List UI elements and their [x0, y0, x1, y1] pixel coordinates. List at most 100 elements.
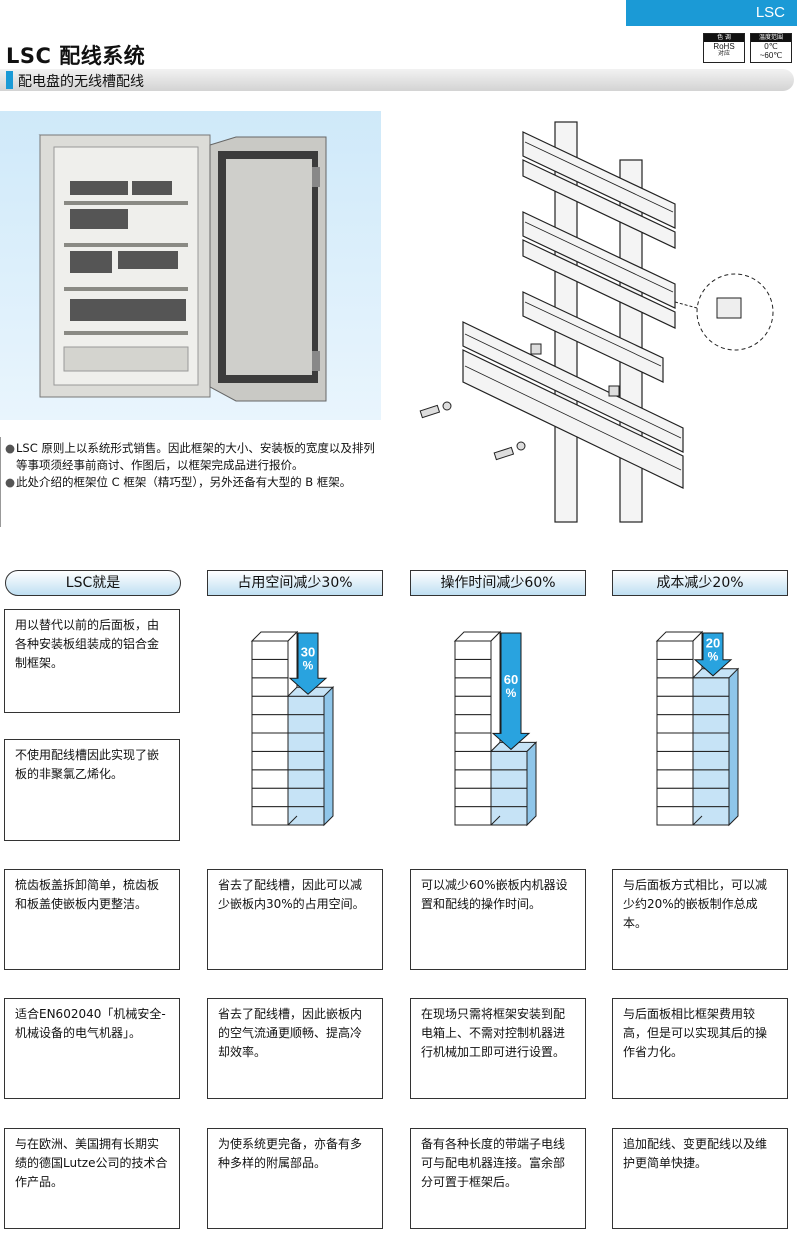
row-cell: 为使系统更完备，亦备有多种多样的附属部品。 [207, 1128, 383, 1229]
arrow-percent-value: 30 [301, 645, 315, 660]
original-cell [656, 677, 694, 697]
reduction-arrow-icon [288, 632, 328, 695]
original-cell [656, 769, 694, 789]
original-cell [454, 640, 492, 660]
temperature-badge-head: 温度范围 [751, 34, 791, 42]
cabinet-drawing [38, 134, 327, 402]
arrow-percent-value: 20 [706, 635, 720, 650]
note-text: 此处介绍的框架位 C 框架（精巧型），另外还备有大型的 B 框架。 [16, 475, 352, 489]
original-cell [454, 806, 492, 826]
original-cell [251, 658, 289, 679]
original-cell [251, 787, 289, 808]
stack-edge [692, 815, 703, 826]
reduced-cell [287, 787, 325, 808]
stack-edge [287, 815, 298, 826]
reduced-cell [287, 695, 325, 716]
note-item: ●LSC 原则上以系统形式销售。因此框架的大小、安装板的宽度以及排列等事项须经事… [5, 440, 385, 474]
original-cell [251, 769, 289, 789]
reduced-cell [692, 732, 730, 752]
rohs-badge-head: 色 调 [704, 34, 744, 42]
row-cell: 与在欧洲、美国拥有长期实绩的德国Lutze公司的技术合作产品。 [4, 1128, 180, 1229]
reduced-stack-side [323, 685, 334, 827]
original-cell [454, 750, 492, 771]
original-cell [454, 732, 492, 752]
original-cell [251, 806, 289, 826]
arrow-percent-sign: % [303, 659, 314, 673]
row-cell: 省去了配线槽，因此嵌板内的空气流通更顺畅、提高冷却效率。 [207, 998, 383, 1099]
bullet-icon: ● [5, 441, 16, 455]
arrow-percent-sign: % [506, 686, 517, 700]
bullet-icon: ● [5, 475, 16, 489]
original-cell [454, 695, 492, 716]
rohs-badge: 色 调 RoHS 对应 [703, 33, 745, 63]
reduced-cell [692, 806, 730, 826]
chart-svg: 20% [655, 630, 740, 827]
original-stack-side [287, 630, 298, 698]
rohs-badge-line1: RoHS [713, 42, 735, 51]
row-cell: 可以减少60%嵌板内机器设置和配线的操作时间。 [410, 869, 586, 970]
frame-illustration [405, 112, 790, 532]
chart-svg: 30% [250, 630, 335, 827]
reduced-cell [287, 806, 325, 826]
column-header-space: 占用空间减少30% [207, 570, 383, 596]
row-cell: 在现场只需将框架安装到配电箱上、不需对控制机器进行机械加工即可进行设置。 [410, 998, 586, 1099]
subtitle: 配电盘的无线槽配线 [18, 74, 144, 90]
original-cell [656, 714, 694, 734]
original-cell [656, 806, 694, 826]
cost-reduction-chart: 20% [612, 625, 788, 833]
original-cell [251, 640, 289, 660]
reduced-cell [692, 750, 730, 771]
row-cell: 适合EN602040「机械安全-机械设备的电气机器」。 [4, 998, 180, 1099]
reduced-cell [287, 769, 325, 789]
row-cell: 与后面板方式相比，可以减少约20%的嵌板制作总成本。 [612, 869, 788, 970]
reduced-cell [287, 732, 325, 752]
temperature-badge: 温度范围 0℃ ~60℃ [750, 33, 792, 63]
column-header-cost: 成本减少20% [612, 570, 788, 596]
time-reduction-chart: 60% [410, 625, 586, 833]
chart-svg: 60% [453, 630, 538, 827]
reduced-stack-side [526, 741, 537, 827]
original-cell [251, 750, 289, 771]
frame-drawing [419, 121, 774, 523]
note-item: ●此处介绍的框架位 C 框架（精巧型），另外还备有大型的 B 框架。 [5, 474, 385, 491]
reduced-stack-side [728, 667, 739, 827]
reduced-cell [490, 806, 528, 826]
reduced-cell [490, 769, 528, 789]
reduced-cell [692, 714, 730, 734]
cabinet-photo [0, 111, 381, 420]
original-cell [656, 787, 694, 808]
subtitle-marker [6, 71, 13, 89]
row-cell: 省去了配线槽，因此可以减少嵌板内30%的占用空间。 [207, 869, 383, 970]
original-cell [656, 750, 694, 771]
row-cell: 追加配线、变更配线以及维护更简单快捷。 [612, 1128, 788, 1229]
section-tag: LSC [626, 0, 797, 26]
row-cell: 用以替代以前的后面板，由各种安装板组装成的铝合金制框架。 [4, 609, 180, 713]
original-cell [656, 658, 694, 679]
stack-edge [490, 815, 501, 826]
column-header-lsc: LSC就是 [5, 570, 181, 596]
original-cell [251, 714, 289, 734]
reduced-cell [692, 787, 730, 808]
notes-rule [0, 437, 1, 527]
reduced-cell [490, 787, 528, 808]
original-cell [656, 732, 694, 752]
original-cell [454, 658, 492, 679]
notes: ●LSC 原则上以系统形式销售。因此框架的大小、安装板的宽度以及排列等事项须经事… [5, 440, 385, 491]
reduced-cell [287, 750, 325, 771]
rohs-badge-line2: 对应 [717, 51, 730, 57]
row-cell: 备有各种长度的带端子电线可与配电机器连接。富余部分可置于框架后。 [410, 1128, 586, 1229]
original-cell [454, 787, 492, 808]
original-cell [251, 677, 289, 697]
row-cell: 与后面板相比框架费用较高，但是可以实现其后的操作省力化。 [612, 998, 788, 1099]
reduced-cell [692, 677, 730, 697]
original-cell [454, 769, 492, 789]
note-text: LSC 原则上以系统形式销售。因此框架的大小、安装板的宽度以及排列等事项须经事前… [16, 441, 375, 472]
original-cell [251, 732, 289, 752]
original-cell [454, 714, 492, 734]
reduction-arrow-icon [491, 632, 531, 751]
row-cell: 梳齿板盖拆卸简单，梳齿板和板盖使嵌板内更整洁。 [4, 869, 180, 970]
reduced-cell [287, 714, 325, 734]
column-header-time: 操作时间减少60% [410, 570, 586, 596]
reduced-cell [692, 769, 730, 789]
original-cell [656, 640, 694, 660]
